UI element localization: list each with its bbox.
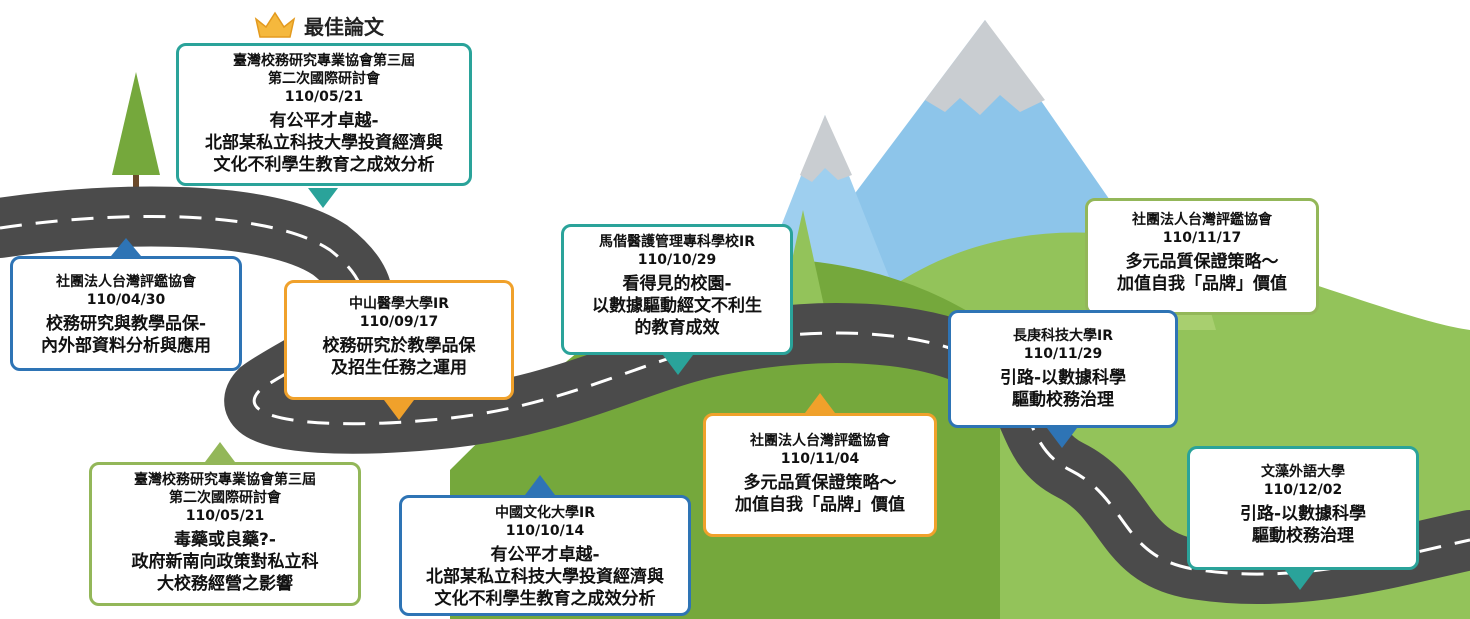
pointer-d bbox=[525, 475, 555, 495]
card-date: 110/04/30 bbox=[86, 292, 166, 308]
crown-icon bbox=[254, 11, 296, 38]
card-110-10-14: 中國文化大學IR 110/10/14 有公平才卓越-北部某私立科技大學投資經濟與… bbox=[399, 495, 691, 616]
pointer-a bbox=[111, 238, 141, 256]
card-date: 110/09/17 bbox=[359, 314, 439, 330]
card-org: 馬偕醫護管理專科學校IR bbox=[599, 234, 755, 250]
pointer-b bbox=[205, 442, 235, 462]
card-110-12-02: 文藻外語大學 110/12/02 引路-以數據科學驅動校務治理 bbox=[1187, 446, 1419, 570]
card-org: 社團法人台灣評鑑協會 bbox=[750, 433, 890, 449]
card-110-05-21-second: 臺灣校務研究專業協會第三屆 第二次國際研討會 110/05/21 毒藥或良藥?-… bbox=[89, 462, 361, 606]
card-org: 臺灣校務研究專業協會第三屆 bbox=[134, 472, 316, 488]
pointer-f bbox=[805, 393, 835, 413]
card-110-04-30: 社團法人台灣評鑑協會 110/04/30 校務研究與教學品保-內外部資料分析與應… bbox=[10, 256, 242, 371]
card-date: 110/10/14 bbox=[505, 523, 585, 539]
pointer-best bbox=[308, 188, 338, 208]
card-110-09-17: 中山醫學大學IR 110/09/17 校務研究於教學品保及招生任務之運用 bbox=[284, 280, 514, 400]
best-paper-label: 最佳論文 bbox=[304, 14, 384, 39]
card-topic: 有公平才卓越-北部某私立科技大學投資經濟與文化不利學生教育之成效分析 bbox=[426, 545, 664, 609]
mountain-large-snow bbox=[925, 20, 1045, 115]
card-date: 110/10/29 bbox=[637, 252, 717, 268]
card-topic: 多元品質保證策略～加值自我「品牌」價值 bbox=[735, 473, 905, 515]
card-110-11-29: 長庚科技大學IR 110/11/29 引路-以數據科學驅動校務治理 bbox=[948, 310, 1178, 428]
card-topic: 有公平才卓越-北部某私立科技大學投資經濟與文化不利學生教育之成效分析 bbox=[205, 111, 443, 175]
card-org-line2: 第二次國際研討會 bbox=[169, 490, 281, 506]
card-org: 中山醫學大學IR bbox=[349, 296, 449, 312]
card-best-paper: 臺灣校務研究專業協會第三屆 第二次國際研討會 110/05/21 有公平才卓越-… bbox=[176, 43, 472, 186]
card-org: 長庚科技大學IR bbox=[1013, 328, 1113, 344]
card-org-line2: 第二次國際研討會 bbox=[268, 71, 380, 87]
best-paper-banner: 最佳論文 bbox=[254, 10, 384, 40]
card-date: 110/05/21 bbox=[185, 508, 265, 524]
card-topic: 看得見的校園-以數據驅動經文不利生的教育成效 bbox=[592, 274, 762, 338]
card-org: 社團法人台灣評鑑協會 bbox=[1132, 212, 1272, 228]
card-date: 110/05/21 bbox=[284, 89, 364, 105]
card-110-11-04: 社團法人台灣評鑑協會 110/11/04 多元品質保證策略～加值自我「品牌」價值 bbox=[703, 413, 937, 537]
card-110-10-29: 馬偕醫護管理專科學校IR 110/10/29 看得見的校園-以數據驅動經文不利生… bbox=[561, 224, 793, 355]
pointer-i bbox=[1285, 570, 1315, 590]
card-org: 文藻外語大學 bbox=[1261, 464, 1345, 480]
card-topic: 引路-以數據科學驅動校務治理 bbox=[999, 368, 1127, 410]
pointer-e bbox=[663, 355, 693, 375]
card-topic: 引路-以數據科學驅動校務治理 bbox=[1239, 504, 1367, 546]
pointer-h bbox=[1047, 428, 1077, 448]
card-org: 中國文化大學IR bbox=[495, 505, 595, 521]
card-topic: 毒藥或良藥?-政府新南向政策對私立科大校務經營之影響 bbox=[131, 530, 319, 594]
card-org: 社團法人台灣評鑑協會 bbox=[56, 274, 196, 290]
card-topic: 校務研究於教學品保及招生任務之運用 bbox=[322, 336, 476, 378]
card-date: 110/11/04 bbox=[780, 451, 860, 467]
card-org: 臺灣校務研究專業協會第三屆 bbox=[233, 53, 415, 69]
pointer-c bbox=[384, 400, 414, 420]
card-date: 110/11/17 bbox=[1162, 230, 1242, 246]
card-topic: 校務研究與教學品保-內外部資料分析與應用 bbox=[41, 314, 211, 356]
tree-left bbox=[112, 72, 160, 210]
card-110-11-17: 社團法人台灣評鑑協會 110/11/17 多元品質保證策略～加值自我「品牌」價值 bbox=[1085, 198, 1319, 315]
card-date: 110/12/02 bbox=[1263, 482, 1343, 498]
card-date: 110/11/29 bbox=[1023, 346, 1103, 362]
card-topic: 多元品質保證策略～加值自我「品牌」價值 bbox=[1117, 252, 1287, 294]
mountain-small-snow bbox=[800, 115, 852, 182]
